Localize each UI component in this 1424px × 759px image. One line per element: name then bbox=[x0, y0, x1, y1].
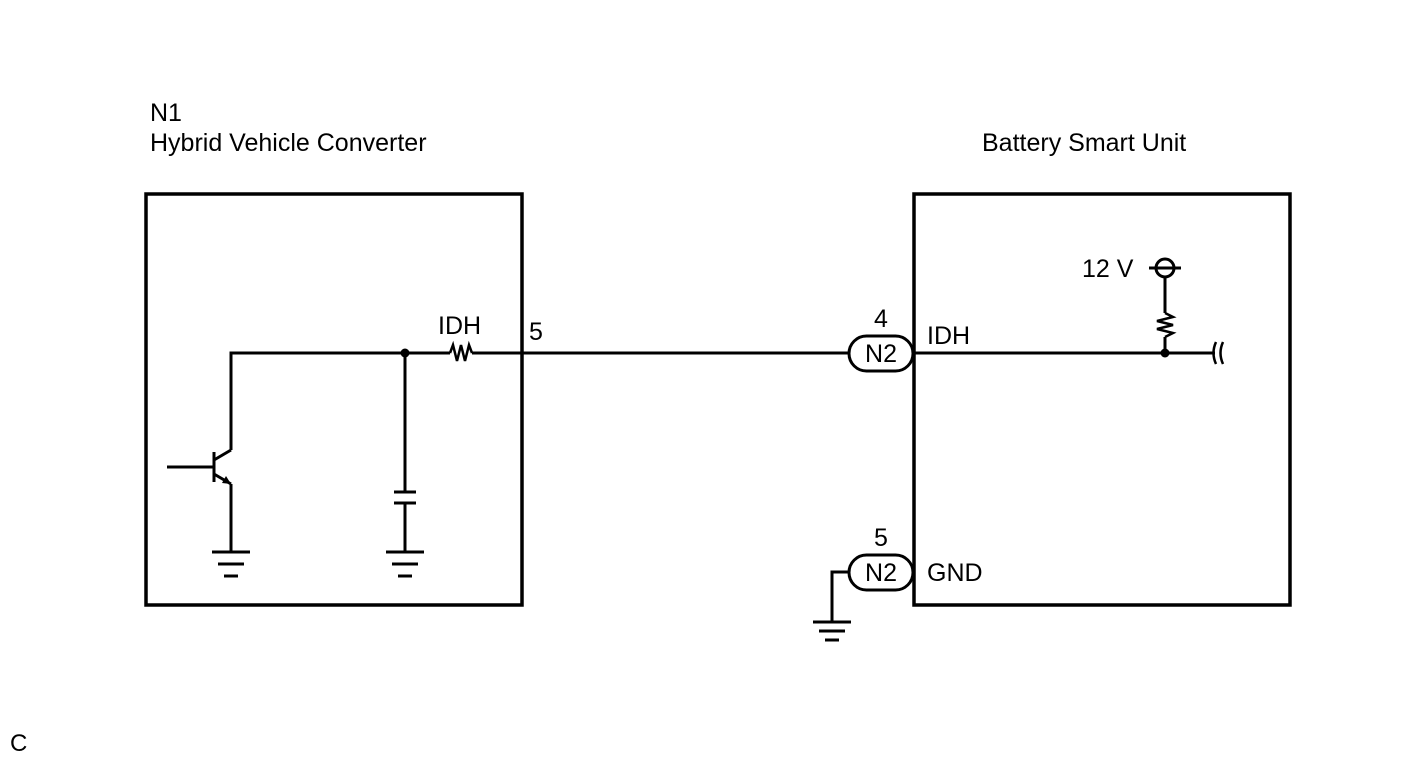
converter-name-label: Hybrid Vehicle Converter bbox=[150, 129, 427, 157]
converter-box bbox=[144, 192, 524, 607]
converter-terminal-label: IDH bbox=[438, 312, 481, 340]
converter-internal-circuit bbox=[167, 340, 522, 578]
ground-symbol bbox=[386, 550, 424, 578]
battery-unit-internal-circuit bbox=[913, 257, 1225, 365]
converter-terminal-pin: 5 bbox=[529, 318, 543, 346]
connector-n2-pin5-number: 5 bbox=[874, 524, 888, 552]
connector-n2-pin5: N2 bbox=[847, 553, 915, 592]
battery-unit-name-label: Battery Smart Unit bbox=[982, 129, 1186, 157]
line-break-symbol bbox=[1212, 341, 1225, 365]
supply-terminal-symbol bbox=[1149, 257, 1181, 279]
capacitor-symbol bbox=[394, 490, 416, 505]
svg-text:N2: N2 bbox=[865, 559, 897, 587]
connector-n2-pin4-number: 4 bbox=[874, 305, 888, 333]
battery-unit-box bbox=[912, 192, 1292, 607]
supply-voltage-label: 12 V bbox=[1082, 255, 1134, 283]
transistor-symbol bbox=[167, 448, 232, 486]
battery-idh-label: IDH bbox=[927, 322, 970, 350]
converter-code-label: N1 bbox=[150, 99, 182, 127]
battery-gnd-label: GND bbox=[927, 559, 983, 587]
ground-symbol bbox=[212, 550, 250, 578]
ground-wire bbox=[830, 570, 849, 622]
svg-text:N2: N2 bbox=[865, 340, 897, 368]
pull-up-resistor-symbol bbox=[1156, 311, 1177, 339]
connector-n2-pin4: N2 bbox=[847, 334, 915, 373]
corner-mark: C bbox=[10, 730, 27, 757]
ground-symbol bbox=[813, 620, 851, 642]
resistor-symbol bbox=[448, 340, 474, 362]
